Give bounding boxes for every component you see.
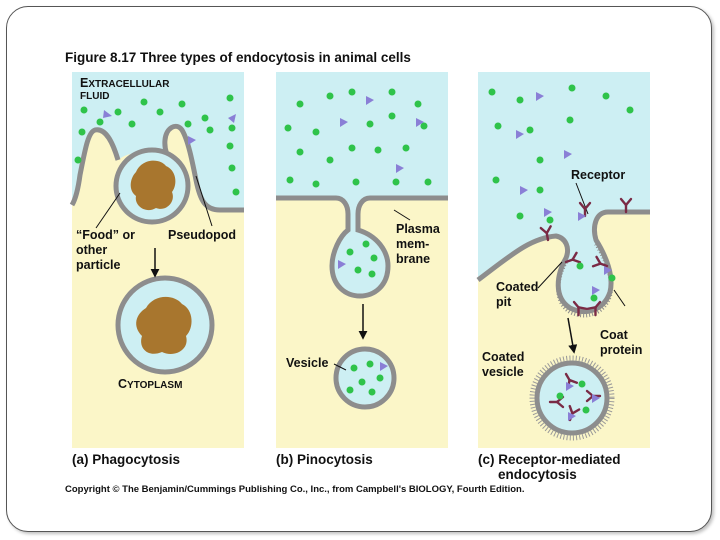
particle-label: particle <box>76 258 121 272</box>
extracellular-fluid-b <box>276 72 448 296</box>
pseudopod-leader <box>195 175 213 227</box>
brane-label: brane <box>396 252 431 266</box>
other-label: other <box>76 243 108 257</box>
particles-a <box>74 94 240 196</box>
extracellular-fluid-label: EXTRACELLULAR <box>80 76 170 90</box>
receptor-label: Receptor <box>571 168 626 182</box>
extracellular-fluid-a <box>72 72 244 210</box>
pinocytic-vesicle <box>333 346 397 410</box>
triangles-c <box>516 92 612 421</box>
copyright-line: Copyright © The Benjamin/Cummings Publis… <box>65 484 525 495</box>
plasma-membrane-b <box>276 195 448 299</box>
particles-b <box>284 88 432 396</box>
membrane-leader <box>393 209 411 221</box>
pit-leader <box>537 261 563 289</box>
plasma-membrane-a <box>69 123 244 213</box>
vesicle-sub-label: vesicle <box>482 365 524 379</box>
vesicle-leader <box>333 363 347 371</box>
extracellular-fluid-c <box>478 72 650 312</box>
coat-leader <box>613 289 626 307</box>
food-leader <box>95 192 121 229</box>
panel-pinocytosis <box>276 72 448 448</box>
vesicle-coat <box>529 355 615 441</box>
coated-vesicle <box>534 360 610 436</box>
figure-title: Figure 8.17 Three types of endocytosis i… <box>65 50 411 65</box>
food-particle <box>130 160 176 211</box>
triangles-a <box>103 110 236 145</box>
cytoplasm-label: CYTOPLASM <box>118 377 183 391</box>
coat-protein-label: Coat <box>600 328 628 342</box>
panel-receptor-mediated <box>476 72 650 448</box>
caption-pinocytosis: (b) Pinocytosis <box>276 452 373 467</box>
coated-vesicle-label: Coated <box>482 350 525 364</box>
caption-phagocytosis: (a) Phagocytosis <box>72 452 181 467</box>
food-label: “Food” or <box>76 228 136 242</box>
panel-phagocytosis <box>69 72 244 448</box>
plasma-membrane-c <box>476 209 650 314</box>
arrow-c <box>567 317 578 354</box>
food-particle-vacuole <box>136 296 192 355</box>
caption-receptor-mediated: (c) Receptor-mediated <box>478 452 621 467</box>
pseudopod-label: Pseudopod <box>168 228 237 242</box>
mem-label: mem- <box>396 237 430 251</box>
fluid-label: FLUID <box>80 91 110 102</box>
pit-label: pit <box>496 295 512 309</box>
plasma-membrane-label: Plasma <box>396 222 440 236</box>
protein-label: protein <box>600 343 643 357</box>
particles-c <box>488 84 634 414</box>
vesicle-label: Vesicle <box>286 356 329 370</box>
caption-endocytosis: endocytosis <box>498 467 577 482</box>
coated-pit-label: Coated <box>496 280 539 294</box>
triangles-b <box>338 96 424 371</box>
